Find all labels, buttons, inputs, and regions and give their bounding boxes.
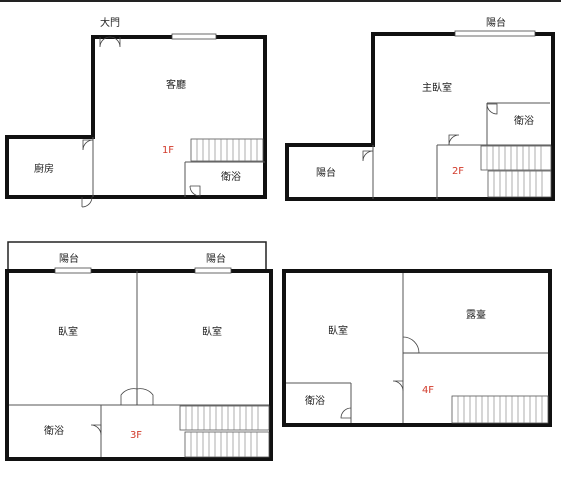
door-bath-4f	[340, 407, 352, 419]
stairs-1f	[190, 138, 264, 162]
label-balcony-left-3f: 陽台	[59, 252, 79, 265]
floor-label-1f: 1F	[162, 145, 174, 156]
door-kitchen-back	[81, 196, 93, 208]
label-bedroom-4f: 臥室	[328, 324, 348, 337]
stairs-4f	[451, 395, 549, 424]
stairs-3f	[179, 405, 270, 458]
door-terrace-4f	[402, 336, 420, 354]
label-kitchen: 廚房	[34, 162, 54, 175]
door-bedroom-right-3f	[136, 388, 154, 405]
label-bedroom-right-3f: 臥室	[202, 325, 222, 338]
door-bedroom-left-3f	[120, 388, 138, 405]
balcony-rail-3f	[7, 241, 267, 270]
window-3f-left	[54, 267, 92, 274]
door-stair-2f	[448, 134, 460, 146]
label-bath-3f: 衛浴	[44, 424, 64, 437]
floor-3f: 陽台 陽台 臥室 臥室 衛浴 3F	[5, 241, 273, 461]
door-bedroom-4f	[392, 380, 404, 392]
label-master-bedroom: 主臥室	[422, 81, 452, 94]
label-living-room: 客廳	[166, 78, 186, 91]
label-entrance: 大門	[100, 16, 120, 29]
door-bath-2f	[486, 103, 498, 115]
label-balcony-right-3f: 陽台	[206, 252, 226, 265]
floor-label-3f: 3F	[130, 430, 142, 441]
door-entrance-right	[109, 36, 121, 48]
door-kitchen	[82, 139, 94, 151]
floor-3f-outline	[5, 269, 273, 461]
label-bath-4f: 衛浴	[305, 394, 325, 407]
floor-label-4f: 4F	[422, 385, 434, 396]
door-balcony-2f	[362, 150, 374, 162]
label-balcony-top-2f: 陽台	[486, 16, 506, 29]
floor-1f-outline	[5, 35, 267, 199]
window-1f	[171, 33, 217, 40]
label-bath-2f: 衛浴	[514, 114, 534, 127]
label-balcony-2f: 陽台	[316, 166, 336, 179]
floor-2f-outline	[285, 32, 555, 201]
label-bath-1f: 衛浴	[221, 170, 241, 183]
floor-4f: 臥室 露臺 衛浴 4F	[282, 269, 552, 427]
door-entrance-left	[99, 36, 111, 48]
floor-4f-outline	[282, 269, 552, 427]
floor-1f: 大門 客廳 廚房 衛浴 1F	[5, 16, 267, 208]
window-3f-right	[194, 267, 232, 274]
label-terrace-4f: 露臺	[466, 308, 486, 321]
door-bath-3f	[90, 424, 102, 436]
stairs-2f	[480, 145, 552, 198]
floor-label-2f: 2F	[452, 166, 464, 177]
floor-2f: 陽台 主臥室 衛浴 陽台 2F	[285, 16, 555, 201]
door-bath-1f	[189, 185, 201, 197]
label-bedroom-left-3f: 臥室	[58, 325, 78, 338]
window-2f	[454, 30, 536, 37]
